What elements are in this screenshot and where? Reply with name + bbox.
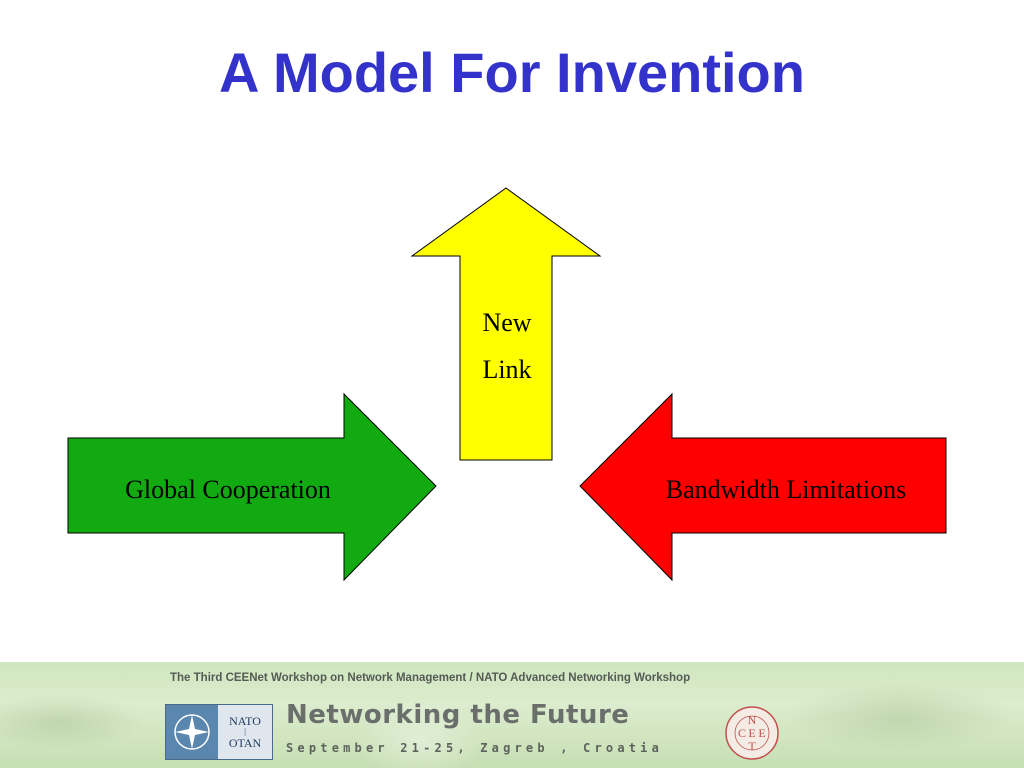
footer-banner: The Third CEENet Workshop on Network Man…: [0, 662, 1024, 768]
nato-logo-line1: NATO: [229, 714, 261, 728]
global-cooperation-arrow: Global Cooperation: [67, 392, 437, 582]
nato-logo: NATO | OTAN: [165, 704, 273, 760]
slide-title: A Model For Invention: [219, 41, 805, 104]
bandwidth-limitations-arrow-shape: [579, 392, 947, 582]
global-cooperation-label: Global Cooperation: [125, 475, 331, 504]
nato-logo-line2: OTAN: [228, 736, 262, 750]
invention-diagram: New Link Global Cooperation Bandwidth Li…: [67, 187, 947, 582]
new-link-arrow-shape: [410, 187, 602, 461]
nato-logo-text: NATO | OTAN: [218, 705, 272, 759]
new-link-arrow: New Link: [410, 187, 602, 461]
bandwidth-limitations-arrow: Bandwidth Limitations: [579, 392, 947, 582]
ceenet-letter-e1: E: [748, 726, 755, 740]
footer-workshop-text: The Third CEENet Workshop on Network Man…: [170, 672, 691, 684]
ceenet-logo-icon: N C E E T: [725, 706, 779, 760]
new-link-label-line1: New: [482, 308, 531, 337]
ceenet-letter-e2: E: [758, 726, 765, 740]
ceenet-letter-c: C: [738, 726, 746, 740]
global-cooperation-arrow-shape: [67, 392, 437, 582]
nato-compass-icon: [166, 705, 218, 759]
bandwidth-limitations-label: Bandwidth Limitations: [666, 475, 907, 504]
ceenet-letter-t: T: [748, 739, 756, 753]
footer-dates: September 21-25, Zagreb , Croatia: [286, 741, 664, 755]
ceenet-letter-n: N: [748, 713, 757, 727]
new-link-label-line2: Link: [482, 355, 531, 384]
footer-networking-title: Networking the Future: [286, 700, 630, 730]
